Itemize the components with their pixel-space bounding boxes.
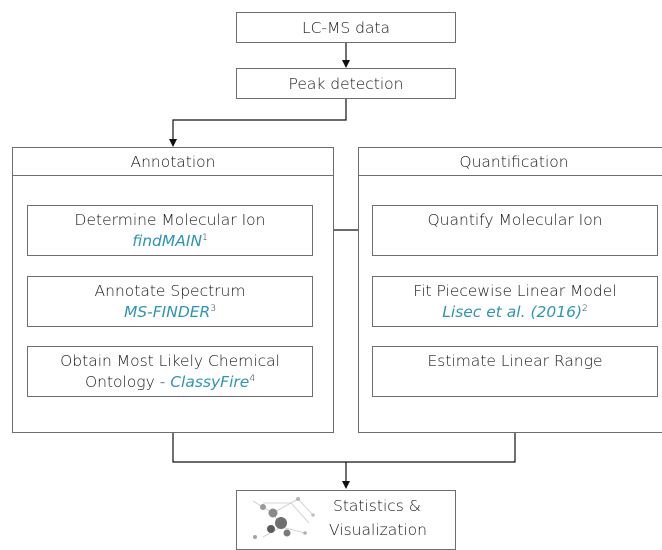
quantification-step2-ref: 2 — [582, 303, 588, 314]
quantification-step3-label: Estimate Linear Range — [427, 352, 603, 370]
quantification-step-fit-piecewise-model: Fit Piecewise Linear Model Lisec et al. … — [372, 276, 658, 327]
network-graph-icon — [252, 497, 315, 539]
quantification-step-quantify-molecular-ion: Quantify Molecular Ion — [372, 205, 658, 256]
annotation-step3-label-line1: Obtain Most Likely Chemical — [60, 351, 280, 370]
quantification-step2-tool: Lisec et al. (2016) — [442, 302, 582, 321]
quantification-step1-label: Quantify Molecular Ion — [427, 211, 603, 229]
annotation-step-determine-molecular-ion: Determine Molecular Ion findMAIN1 — [27, 205, 313, 256]
node-statistics-label-line1: Statistics & — [333, 497, 421, 515]
quantification-step-estimate-linear-range: Estimate Linear Range — [372, 346, 658, 397]
annotation-step-chemical-ontology: Obtain Most Likely Chemical Ontology - C… — [27, 346, 313, 397]
annotation-step3-tool: ClassyFire — [170, 372, 250, 391]
annotation-step2-ref: 3 — [210, 303, 217, 314]
annotation-step1-tool-line: findMAIN1 — [132, 231, 208, 252]
annotation-step1-tool: findMAIN — [132, 231, 203, 250]
merge-line-annotation — [172, 432, 346, 463]
node-peak-detection-label: Peak detection — [288, 74, 404, 93]
arrow-peak-to-annotation — [169, 99, 347, 147]
section-quantification-title: Quantification — [359, 148, 662, 176]
annotation-step3-ref: 4 — [249, 373, 256, 384]
node-lcms-data: LC-MS data — [236, 12, 456, 43]
section-annotation-title: Annotation — [13, 148, 333, 176]
annotation-step2-tool-line: MS-FINDER3 — [124, 302, 216, 323]
node-statistics-label-line2: Visualization — [329, 521, 427, 539]
node-statistics-visualization: Statistics & Visualization — [236, 490, 456, 550]
annotation-step2-tool: MS-FINDER — [123, 302, 211, 321]
annotation-step2-label: Annotate Spectrum — [94, 281, 246, 300]
node-lcms-data-label: LC-MS data — [301, 18, 391, 37]
node-peak-detection: Peak detection — [236, 68, 456, 99]
annotation-step1-ref: 1 — [202, 232, 208, 243]
merge-line-quantification — [346, 432, 516, 463]
annotation-step3-label-line2: Ontology - ClassyFire4 — [85, 372, 255, 393]
annotation-step1-label: Determine Molecular Ion — [74, 210, 266, 229]
annotation-step3-label-prefix: Ontology - — [84, 372, 171, 391]
annotation-step-annotate-spectrum: Annotate Spectrum MS-FINDER3 — [27, 276, 313, 327]
quantification-step2-label: Fit Piecewise Linear Model — [413, 281, 617, 300]
quantification-step2-tool-line: Lisec et al. (2016)2 — [442, 302, 587, 323]
